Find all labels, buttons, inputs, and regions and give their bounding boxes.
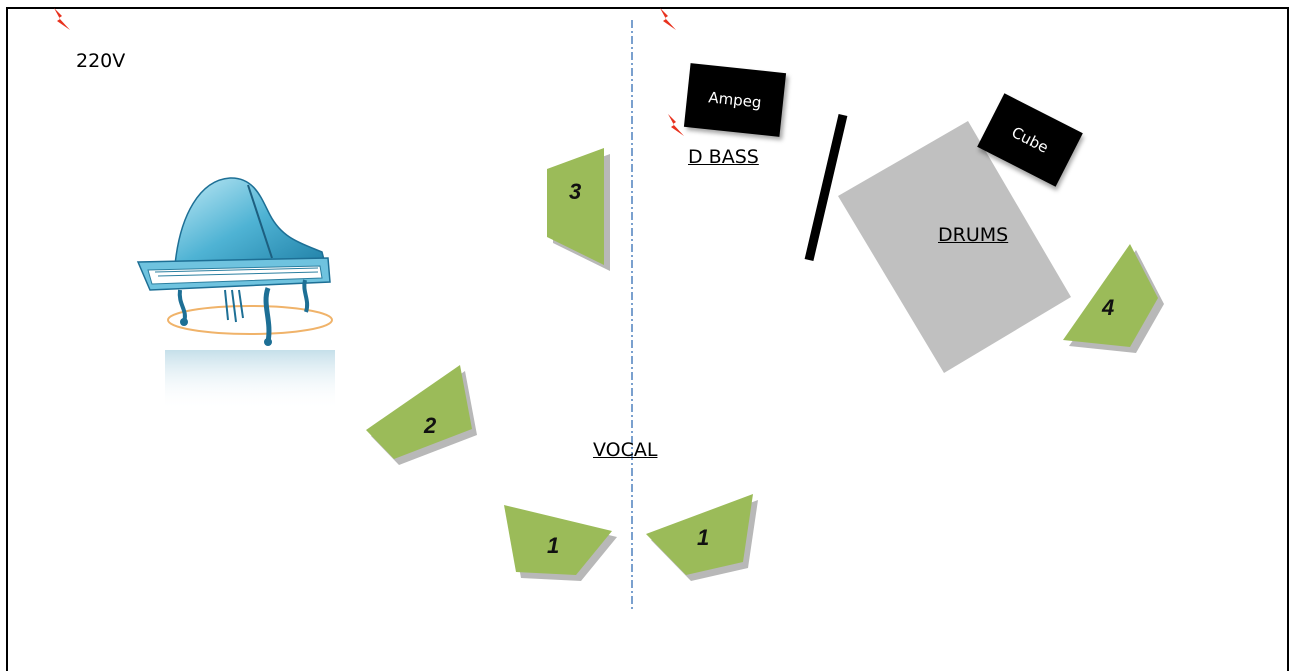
power-outlet-icon xyxy=(54,8,70,30)
monitor-wedge-3: 3 xyxy=(547,148,610,271)
monitor-wedge-1-left: 1 xyxy=(504,505,617,581)
cube-amp-label: Cube xyxy=(1008,123,1052,157)
monitor-wedge-4: 4 xyxy=(1063,244,1164,353)
grand-piano-icon xyxy=(136,177,335,410)
power-outlet-icon xyxy=(660,8,676,30)
ampeg-amp: Ampeg xyxy=(683,63,787,137)
drums-label: DRUMS xyxy=(938,224,1009,246)
vocal-label: VOCAL xyxy=(593,439,658,461)
power-label: 220V xyxy=(76,50,126,72)
drum-riser xyxy=(838,121,1071,373)
bass-label: D BASS xyxy=(688,146,759,168)
ampeg-amp-label: Ampeg xyxy=(707,88,763,112)
monitor-number-4: 4 xyxy=(1101,295,1114,320)
monitor-number-2: 2 xyxy=(423,413,437,438)
monitor-number-1: 1 xyxy=(547,533,559,558)
drum-shield xyxy=(804,113,848,262)
monitor-wedge-1-right: 1 xyxy=(646,494,758,581)
monitor-number-1: 1 xyxy=(697,525,709,550)
power-outlet-icon xyxy=(668,114,684,136)
monitor-number-3: 3 xyxy=(569,179,581,204)
monitor-wedge-2: 2 xyxy=(366,365,477,465)
stage-frame xyxy=(6,7,1289,671)
